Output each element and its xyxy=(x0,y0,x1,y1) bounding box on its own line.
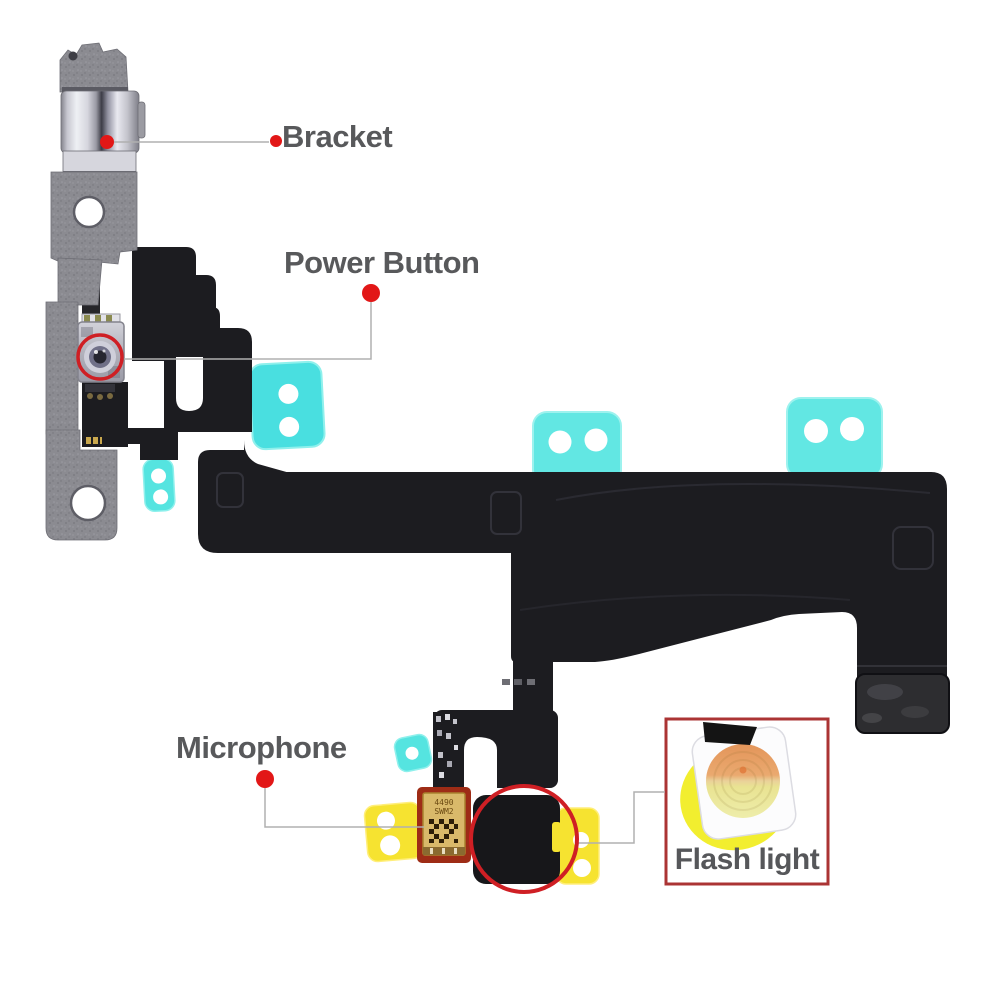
bracket-bar xyxy=(45,301,79,435)
bracket-label: Bracket xyxy=(282,119,393,154)
flash-light-box xyxy=(664,717,830,886)
microphone-label: Microphone xyxy=(176,730,347,765)
bracket-crease xyxy=(62,87,128,93)
flex-main-band xyxy=(198,450,947,553)
flex-top-block xyxy=(132,247,216,309)
flex-neck xyxy=(244,432,290,473)
bracket-dot-left xyxy=(100,135,114,149)
power-button-label: Power Button xyxy=(284,245,480,280)
microphone-module: 4490 SWM2 xyxy=(417,787,471,863)
flex-cable xyxy=(82,247,947,790)
flash-diffuser xyxy=(473,795,560,884)
flash-callout-line xyxy=(577,791,665,844)
flash-black-wedge xyxy=(703,722,757,745)
callout-dots xyxy=(100,135,380,788)
flash-led-photo xyxy=(680,722,797,851)
bracket-hole-upper xyxy=(72,195,106,229)
power-button-dot xyxy=(362,284,380,302)
mic-qr-code xyxy=(429,819,458,843)
microphone-dot xyxy=(256,770,274,788)
flex-sub-strip xyxy=(140,428,178,460)
callout-lines xyxy=(112,141,665,844)
bracket-neck xyxy=(57,257,103,306)
mic-marking-line2: SWM2 xyxy=(434,807,453,816)
bracket-cylinder-stub xyxy=(137,101,146,139)
mic-marking-line1: 4490 xyxy=(434,798,453,807)
flash-light-label: Flash light xyxy=(674,843,820,876)
power-button-callout-line xyxy=(124,302,372,360)
flex-mic-strip xyxy=(433,712,463,790)
cyan-pad-1 xyxy=(248,360,326,451)
flex-arm xyxy=(132,307,252,361)
power-button-highlight-circle xyxy=(76,333,124,381)
flex-slot-upper xyxy=(176,357,203,411)
flex-details xyxy=(216,472,947,685)
cyan-pad-2 xyxy=(532,411,622,485)
adhesive-pads xyxy=(142,360,883,885)
bracket-plate xyxy=(62,150,137,175)
connector-pad xyxy=(855,673,950,734)
bracket-hole-lower xyxy=(69,484,107,522)
cyan-pad-small-bracket xyxy=(142,458,176,512)
cyan-pad-3 xyxy=(786,397,883,479)
microphone-callout-line xyxy=(264,788,424,828)
cyan-pad-small-mic xyxy=(393,733,433,773)
flex-slot-lower xyxy=(464,737,497,795)
yellow-pad-left xyxy=(363,801,425,863)
flash-highlight-circle xyxy=(469,784,579,894)
bracket-dot-right xyxy=(270,135,282,147)
flash-diffuser-notch xyxy=(552,822,561,852)
mic-strip-contacts xyxy=(436,714,458,778)
bracket-top-tab xyxy=(59,42,129,93)
metal-bracket xyxy=(45,42,146,541)
bracket-cylinder xyxy=(60,90,140,154)
